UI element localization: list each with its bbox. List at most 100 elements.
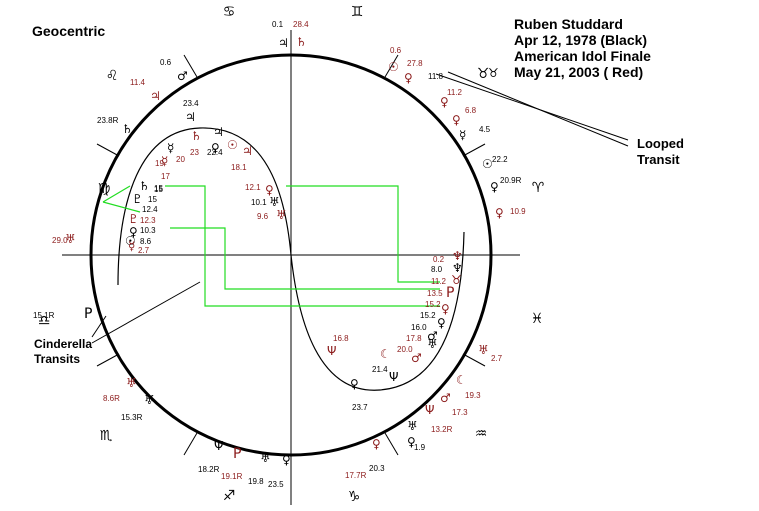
degree-label: 10.3 [140,226,156,235]
degree-label: 15 [154,185,163,194]
annotation-line: Looped [637,136,684,151]
degree-label: 0.2 [433,255,445,264]
planet-glyph-icon: ☉ [125,234,136,248]
degree-label: 15 [154,184,163,193]
degree-label: 15 [148,195,157,204]
planet-glyph-icon: ♀ [372,437,381,451]
planet-glyph-icon: ♀ [404,71,413,85]
planet-glyph-icon: ♅ [276,208,287,222]
planet-glyph-icon: ♇ [132,192,143,206]
degree-label: 20 [176,155,185,164]
planet-glyph-icon: P [233,446,241,462]
degree-label: 20.0 [397,345,413,354]
degree-label: 1.9 [414,443,426,452]
degree-label: 28.4 [293,20,309,29]
planet-glyph-icon: ♀ [211,141,220,155]
taurus-sign: ♉ [477,66,490,82]
aquarius-sign: ♒ [475,426,488,442]
degree-label: 17.7R [345,471,367,480]
degree-label: 11.4 [130,78,146,87]
header-line: Apr 12, 1978 (Black) [514,32,647,48]
degree-label: 2.7 [138,246,150,255]
planet-glyph-icon: ♀ [440,95,449,109]
degree-label: 17 [161,172,170,181]
degree-label: 2.7 [491,354,503,363]
planet-glyph-icon: ♅ [144,393,155,407]
planet-glyph-icon: ☉ [388,60,399,74]
degree-label: 4.5 [479,125,491,134]
planet-glyph-icon: ♀ [129,225,138,239]
planet-glyph-icon: ♆ [452,249,463,263]
planet-glyph-icon: ♀ [437,316,446,330]
annotation-line: Transits [34,352,80,366]
degree-label: 19.1R [221,472,243,481]
header-line: May 21, 2003 ( Red) [514,64,643,80]
degree-label: 15.1R [33,311,55,320]
cancer-sign: ♋ [223,4,236,20]
planet-glyph-icon: ♀ [265,183,274,197]
planet-glyph-icon: ♄ [296,35,307,49]
planet-glyph-icon: ☾ [380,347,391,361]
aries-sign: ♈ [532,180,545,196]
pisces-sign: ♓ [531,311,544,327]
planet-glyph-icon: P [84,306,92,322]
planet-glyph-icon: ♇ [128,212,139,226]
degree-label: 17.8 [406,334,422,343]
degree-label: 23.5 [268,480,284,489]
degree-label: 19.3 [465,391,481,400]
planet-glyph-icon: ♀ [282,453,291,467]
leo-sign: ♌ [106,68,119,84]
degree-label: 23.8R [97,116,119,125]
header-line: Ruben Studdard [514,16,623,32]
degree-label: 11.8 [428,72,444,81]
degree-label: 10.1 [251,198,267,207]
degree-label: 0.1 [272,20,284,29]
degree-label: 23 [190,148,199,157]
planet-glyph-icon: ♄ [122,122,133,136]
zodiac-ring: ♋♊♌♉♍♈♎♓♏♒♐♑ [38,4,545,505]
degree-label: 0.6 [160,58,172,67]
degree-label: 16.0 [411,323,427,332]
degree-label: 13.5 [427,289,443,298]
planet-glyph-icon: Ψ [389,370,398,384]
degree-label: 12.1 [245,183,261,192]
degree-label: 19.8 [248,477,264,486]
degree-label: 10.9 [510,207,526,216]
planet-glyph-icon: ♀ [452,113,461,127]
annotation-lines [91,71,629,344]
planet-glyph-icon: ♅ [65,232,76,246]
degree-label: 15.2 [420,311,436,320]
planet-glyph-icon: Ψ [214,439,223,453]
planet-glyph-icon: ☾ [456,373,467,387]
planet-glyph-icon: ♅ [407,419,418,433]
planet-glyph-icon: P [446,285,454,301]
planet-glyph-icon: ♉ [488,66,499,80]
virgo-sign: ♍ [98,181,111,197]
degree-label: 20.3 [369,464,385,473]
degree-label: 9.6 [257,212,269,221]
degree-label: 22.2 [492,155,508,164]
planet-glyph-icon: ☉ [227,138,238,152]
degree-label: 11.2 [447,88,463,97]
planet-glyph-icon: ♅ [126,376,137,390]
planet-glyph-icon: ♃ [278,36,289,50]
chart-header: Ruben Studdard Apr 12, 1978 (Black) Amer… [514,16,651,80]
planet-glyph-icon: ♃ [150,89,161,103]
loop-curve [117,127,465,391]
planet-glyph-icon: ☿ [161,154,168,168]
degree-label: 8.6R [103,394,120,403]
degree-label: 11.2 [431,277,447,286]
degree-label: 21.4 [372,365,388,374]
looped-annotation: Looped Transit [637,136,684,167]
planet-glyph-icon: Ψ [425,403,434,417]
planet-glyph-icon: ♄ [191,129,202,143]
annotation-line: Cinderella [34,337,92,351]
planet-glyph-icon: ♅ [478,343,489,357]
planet-glyph-icon: ♅ [260,451,271,465]
transit-connectors [102,185,440,307]
degree-label: 19 [155,159,164,168]
degree-label: 16.8 [333,334,349,343]
planet-glyph-icon: ♅ [269,195,280,209]
planet-glyph-icon: ♃ [185,110,196,124]
